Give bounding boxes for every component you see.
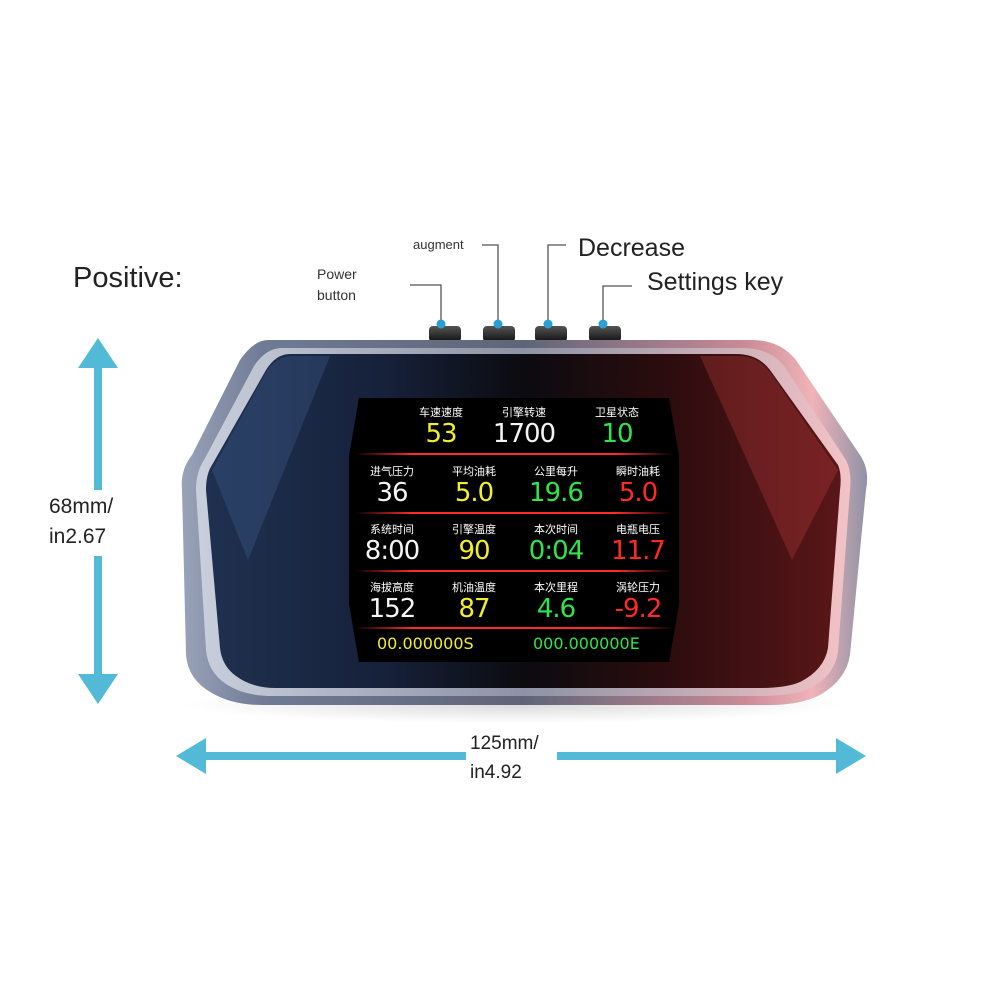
settings-key-button[interactable] (589, 326, 621, 342)
intake-pressure-gauge: 进气压力 36 (351, 463, 433, 507)
battery-voltage-gauge: 电瓶电压 11.7 (597, 521, 679, 565)
latitude-readout: 00.000000S (377, 634, 474, 653)
km-per-liter-gauge: 公里每升 19.6 (515, 463, 597, 507)
system-time-caption: 系统时间 (370, 523, 414, 536)
km-per-liter-caption: 公里每升 (534, 465, 578, 478)
altitude-caption: 海拔高度 (370, 581, 414, 594)
km-per-liter-value: 19.6 (529, 478, 584, 508)
altitude-value: 152 (368, 594, 417, 624)
height-label-line2: in2.67 (49, 525, 107, 548)
height-dimension-label: 68mm/ in2.67 (49, 490, 120, 556)
system-time-gauge: 系统时间 8:00 (351, 521, 433, 565)
turbo-pressure-value: -9.2 (614, 594, 663, 624)
longitude-readout: 000.000000E (533, 634, 640, 653)
system-time-value: 8:00 (364, 536, 420, 566)
page-title: Positive: (73, 262, 183, 294)
intake-pressure-value: 36 (376, 478, 408, 508)
battery-voltage-caption: 电瓶电压 (616, 523, 660, 536)
power-button[interactable] (429, 326, 461, 342)
battery-voltage-value: 11.7 (611, 536, 666, 566)
speed-caption: 车速速度 (419, 406, 463, 419)
glass-reflection-left (212, 356, 330, 560)
width-label-line2: in4.92 (470, 762, 522, 783)
speed-gauge: 车速速度 53 (401, 404, 481, 448)
avg-fuel-value: 5.0 (454, 478, 494, 508)
trip-time-gauge: 本次时间 0:04 (515, 521, 597, 565)
power-button-label-line2: button (317, 287, 356, 303)
altitude-gauge: 海拔高度 152 (351, 579, 433, 623)
decrease-button-label: Decrease (578, 234, 685, 262)
augment-button-label: augment (413, 237, 464, 252)
glass-reflection-right (700, 356, 838, 560)
separator-line-4 (355, 627, 673, 629)
height-label-line1: 68mm/ (49, 495, 114, 518)
engine-temp-gauge: 引擎温度 90 (433, 521, 515, 565)
decrease-button[interactable] (535, 326, 567, 342)
settings-key-label: Settings key (647, 268, 784, 296)
avg-fuel-caption: 平均油耗 (452, 465, 496, 478)
augment-button[interactable] (483, 326, 515, 342)
trip-distance-gauge: 本次里程 4.6 (515, 579, 597, 623)
hud-display-screen: 车速速度 53 引擎转速 1700 卫星状态 10 进气压力 36 平均油耗 5… (349, 398, 679, 662)
oil-temp-value: 87 (458, 594, 490, 624)
rpm-caption: 引擎转速 (502, 406, 546, 419)
power-button-label-line1: Power (317, 266, 357, 282)
separator-line-2 (355, 512, 673, 514)
button-callout-dots (436, 319, 608, 329)
separator-line-3 (355, 570, 673, 572)
trip-time-value: 0:04 (528, 536, 584, 566)
avg-fuel-gauge: 平均油耗 5.0 (433, 463, 515, 507)
satellite-caption: 卫星状态 (595, 406, 639, 419)
engine-temp-value: 90 (458, 536, 490, 566)
trip-distance-caption: 本次里程 (534, 581, 578, 594)
turbo-pressure-gauge: 涡轮压力 -9.2 (597, 579, 679, 623)
separator-line-1 (355, 453, 673, 455)
instant-fuel-caption: 瞬时油耗 (616, 465, 660, 478)
instant-fuel-gauge: 瞬时油耗 5.0 (597, 463, 679, 507)
satellite-gauge: 卫星状态 10 (577, 404, 657, 448)
trip-time-caption: 本次时间 (534, 523, 578, 536)
button-callout-lines (410, 244, 632, 321)
oil-temp-gauge: 机油温度 87 (433, 579, 515, 623)
intake-pressure-caption: 进气压力 (370, 465, 414, 478)
top-buttons (429, 326, 621, 342)
turbo-pressure-caption: 涡轮压力 (616, 581, 660, 594)
instant-fuel-value: 5.0 (618, 478, 658, 508)
satellite-value: 10 (601, 419, 633, 449)
speed-value: 53 (425, 419, 457, 449)
trip-distance-value: 4.6 (536, 594, 576, 624)
rpm-gauge: 引擎转速 1700 (479, 404, 569, 448)
oil-temp-caption: 机油温度 (452, 581, 496, 594)
power-button-label: Power button (317, 264, 387, 306)
width-dimension-label: 125mm/ in4.92 (466, 729, 557, 791)
rpm-value: 1700 (492, 419, 556, 449)
width-label-line1: 125mm/ (470, 733, 539, 754)
engine-temp-caption: 引擎温度 (452, 523, 496, 536)
